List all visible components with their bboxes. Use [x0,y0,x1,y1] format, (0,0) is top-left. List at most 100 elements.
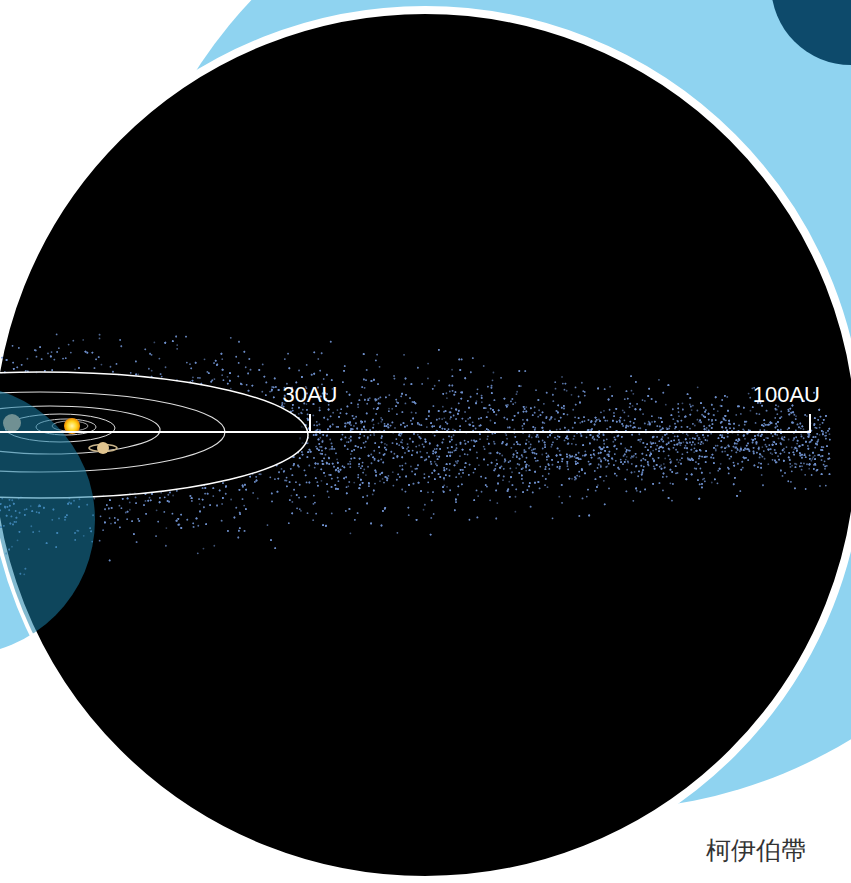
belt-object [350,424,352,426]
belt-object [783,448,785,450]
belt-object [556,429,558,431]
belt-object [512,456,514,458]
belt-object [290,495,292,497]
belt-object [776,425,778,427]
belt-object [316,425,318,427]
belt-object [627,460,629,462]
belt-object [372,494,374,496]
belt-object [478,464,480,466]
belt-object [493,441,495,443]
belt-object [595,490,597,492]
belt-object [346,486,348,488]
belt-object [596,439,598,441]
belt-object [608,463,610,465]
belt-object [459,455,461,457]
belt-object [172,513,174,515]
belt-object [630,457,632,459]
belt-object [418,424,420,426]
belt-object [525,406,527,408]
belt-object [614,453,616,455]
belt-object [803,428,805,430]
belt-object [543,422,545,424]
belt-object [403,354,405,356]
belt-object [717,445,719,447]
belt-object [56,334,58,336]
belt-object [778,438,780,440]
belt-object [630,446,632,448]
belt-object [176,344,178,346]
belt-object [682,402,684,404]
belt-object [808,468,810,470]
belt-object [433,425,435,427]
belt-object [448,428,450,430]
belt-object [380,417,382,419]
belt-object [689,403,691,405]
belt-object [487,411,489,413]
belt-object [514,402,516,404]
belt-object [483,365,485,367]
belt-object [446,486,448,488]
belt-object [795,415,797,417]
belt-object [811,474,813,476]
belt-object [287,353,289,355]
belt-object [357,474,359,476]
belt-object [803,437,805,439]
belt-object [562,383,564,385]
belt-object [405,462,407,464]
belt-object [516,393,518,395]
belt-object [415,446,417,448]
belt-object [829,433,831,435]
belt-object [793,448,795,450]
belt-object [542,475,544,477]
belt-object [427,481,429,483]
belt-object [384,423,386,425]
belt-object [765,444,767,446]
belt-object [564,389,566,391]
belt-object [307,512,309,514]
belt-object [481,491,483,493]
belt-object [230,337,232,339]
belt-object [325,454,327,456]
belt-object [355,416,357,418]
belt-object [669,482,671,484]
belt-object [795,436,797,438]
belt-object [145,500,147,502]
belt-object [406,448,408,450]
belt-object [496,459,498,461]
belt-object [794,463,796,465]
belt-object [306,364,308,366]
belt-object [427,363,429,365]
belt-object [731,450,733,452]
belt-object [434,385,436,387]
belt-object [476,490,478,492]
belt-object [502,479,504,481]
belt-object [737,434,739,436]
belt-object [724,451,726,453]
belt-object [360,394,362,396]
belt-object [701,414,703,416]
belt-object [509,468,511,470]
belt-object [706,427,708,429]
belt-object [639,441,641,443]
belt-object [476,393,478,395]
belt-object [806,463,808,465]
belt-object [612,441,614,443]
belt-object [471,440,473,442]
belt-object [636,490,638,492]
belt-object [355,422,357,424]
belt-object [384,443,386,445]
belt-object [197,552,199,554]
belt-object [706,440,708,442]
belt-object [571,394,573,396]
belt-object [353,418,355,420]
belt-object [663,463,665,465]
belt-object [653,465,655,467]
belt-object [378,422,380,424]
belt-object [666,433,668,435]
belt-object [476,400,478,402]
belt-object [725,419,727,421]
belt-object [696,410,698,412]
belt-object [176,348,178,350]
belt-object [634,471,636,473]
